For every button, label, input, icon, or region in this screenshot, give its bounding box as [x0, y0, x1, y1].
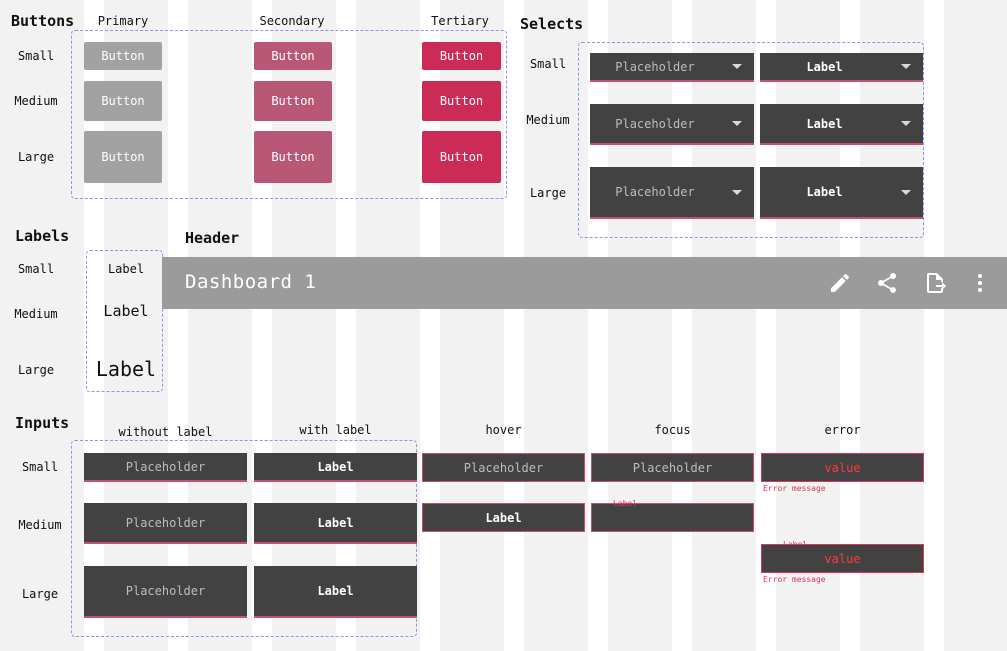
- select-placeholder-text: Placeholder: [615, 59, 695, 74]
- more-vertical-icon[interactable]: [968, 271, 992, 295]
- select-label-text: Label: [806, 116, 843, 131]
- input-error-message: Error message: [763, 484, 826, 493]
- input-hover-label[interactable]: Label: [422, 503, 585, 532]
- labels-medium-row-label: Medium: [14, 307, 58, 321]
- focus-column-label: focus: [654, 423, 691, 437]
- selects-large-row-label: Large: [529, 186, 567, 200]
- select-label-text: Label: [806, 185, 843, 199]
- input-focus-placeholder[interactable]: Placeholder: [591, 453, 754, 482]
- secondary-medium-button[interactable]: Button: [254, 81, 332, 121]
- select-placeholder-text: Placeholder: [615, 116, 695, 131]
- secondary-small-button[interactable]: Button: [254, 42, 332, 70]
- chevron-down-icon: [901, 121, 911, 126]
- select-label-medium[interactable]: Label: [760, 104, 923, 145]
- input-focus-floating-label: Label: [613, 499, 638, 508]
- error-column-label: error: [824, 423, 861, 437]
- input-label-medium[interactable]: Label: [254, 503, 417, 544]
- labels-large-row-label: Large: [17, 363, 55, 377]
- chevron-down-icon: [732, 121, 742, 126]
- inputs-section-title: Inputs: [15, 414, 70, 432]
- primary-column-label: Primary: [97, 14, 149, 28]
- buttons-section-title: Buttons: [11, 12, 75, 30]
- input-placeholder-medium[interactable]: Placeholder: [84, 503, 247, 544]
- buttons-medium-row-label: Medium: [14, 94, 58, 108]
- primary-medium-button[interactable]: Button: [84, 81, 162, 121]
- input-error-value-with-label[interactable]: value: [761, 544, 924, 573]
- grid-column: [672, 0, 692, 651]
- selects-medium-row-label: Medium: [526, 113, 570, 127]
- selects-section-title: Selects: [520, 15, 584, 33]
- input-error-message: Error message: [763, 575, 826, 584]
- dashboard-header-bar: Dashboard 1: [162, 257, 1007, 309]
- selects-small-row-label: Small: [529, 57, 567, 71]
- edit-icon[interactable]: [828, 271, 852, 295]
- label-medium: Label: [103, 302, 149, 320]
- input-focus-with-label[interactable]: [591, 503, 754, 532]
- without-label-column-label: without label: [118, 425, 213, 439]
- select-placeholder-small[interactable]: Placeholder: [590, 53, 754, 82]
- input-error-value[interactable]: value: [761, 453, 924, 482]
- buttons-group-outline: [71, 30, 507, 199]
- select-placeholder-large[interactable]: Placeholder: [590, 167, 754, 219]
- inputs-medium-row-label: Medium: [18, 518, 62, 532]
- secondary-column-label: Secondary: [259, 14, 325, 28]
- input-placeholder-small[interactable]: Placeholder: [84, 453, 247, 482]
- tertiary-column-label: Tertiary: [431, 14, 489, 28]
- grid-column: [588, 0, 608, 651]
- tertiary-medium-button[interactable]: Button: [422, 81, 501, 121]
- input-placeholder-large[interactable]: Placeholder: [84, 566, 247, 618]
- select-placeholder-text: Placeholder: [615, 185, 695, 199]
- export-icon[interactable]: [923, 271, 947, 295]
- label-small: Label: [107, 262, 145, 276]
- dashboard-title: Dashboard 1: [185, 271, 317, 293]
- labels-small-row-label: Small: [17, 262, 55, 276]
- grid-column: [336, 0, 356, 651]
- chevron-down-icon: [901, 189, 911, 195]
- select-label-large[interactable]: Label: [760, 167, 923, 219]
- buttons-large-row-label: Large: [17, 150, 55, 164]
- select-placeholder-medium[interactable]: Placeholder: [590, 104, 754, 145]
- secondary-large-button[interactable]: Button: [254, 131, 332, 183]
- tertiary-small-button[interactable]: Button: [422, 42, 501, 70]
- buttons-small-row-label: Small: [17, 49, 55, 63]
- grid-column: [756, 0, 776, 651]
- input-label-large[interactable]: Label: [254, 566, 417, 618]
- grid-column: [924, 0, 944, 651]
- hover-column-label: hover: [485, 423, 522, 437]
- tertiary-large-button[interactable]: Button: [422, 131, 501, 183]
- share-icon[interactable]: [875, 271, 899, 295]
- inputs-small-row-label: Small: [21, 460, 59, 474]
- primary-small-button[interactable]: Button: [84, 42, 162, 70]
- inputs-large-row-label: Large: [21, 587, 59, 601]
- selects-group-outline: [578, 42, 924, 238]
- input-label-small[interactable]: Label: [254, 453, 417, 482]
- grid-column: [168, 0, 188, 651]
- chevron-down-icon: [732, 64, 742, 69]
- grid-column: [504, 0, 524, 651]
- labels-section-title: Labels: [15, 227, 70, 245]
- header-section-title: Header: [185, 229, 240, 247]
- chevron-down-icon: [901, 64, 911, 69]
- chevron-down-icon: [732, 189, 742, 195]
- select-label-small[interactable]: Label: [760, 53, 923, 82]
- label-large: Label: [95, 357, 157, 381]
- primary-large-button[interactable]: Button: [84, 131, 162, 183]
- select-label-text: Label: [806, 59, 843, 74]
- labels-group-outline: [86, 250, 163, 392]
- with-label-column-label: with label: [299, 423, 372, 437]
- grid-column: [840, 0, 860, 651]
- input-hover-placeholder[interactable]: Placeholder: [422, 453, 585, 482]
